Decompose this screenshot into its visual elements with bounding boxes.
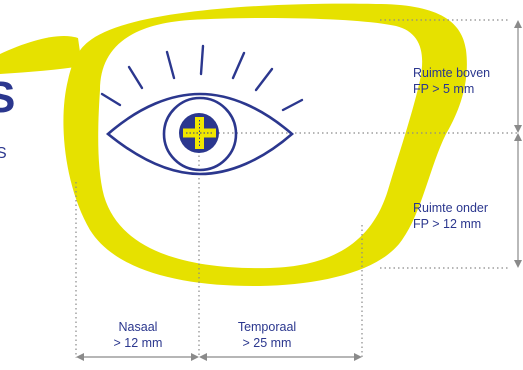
arrowhead	[354, 353, 362, 361]
arrowhead	[514, 260, 522, 268]
dimension-arrows	[76, 20, 522, 361]
iris	[162, 96, 238, 172]
ruimte-boven-label: Ruimte boven	[413, 66, 490, 80]
heading-fragment: S	[0, 73, 15, 122]
temporaal-value: > 25 mm	[243, 336, 292, 350]
arrowhead	[76, 353, 84, 361]
arrowhead	[514, 20, 522, 28]
nasaal-label: Nasaal	[119, 320, 158, 334]
subheading-fragment: S	[0, 145, 7, 162]
fitting-point-cross-icon	[183, 117, 216, 149]
nasaal-value: > 12 mm	[114, 336, 163, 350]
spectacle-frame	[0, 3, 467, 287]
ruimte-onder-label: Ruimte onder	[413, 201, 488, 215]
arrowhead	[199, 353, 207, 361]
frame-rim	[63, 3, 467, 287]
frame-left-arm	[0, 35, 82, 74]
arrowhead	[191, 353, 199, 361]
arrowhead	[514, 133, 522, 141]
arrowhead	[514, 125, 522, 133]
ruimte-boven-value: FP > 5 mm	[413, 82, 474, 96]
eyelash-rays-icon	[100, 44, 304, 112]
eye-outline	[105, 92, 294, 176]
eye-icon	[100, 44, 304, 176]
temporaal-label: Temporaal	[238, 320, 296, 334]
ruimte-onder-value: FP > 12 mm	[413, 217, 481, 231]
